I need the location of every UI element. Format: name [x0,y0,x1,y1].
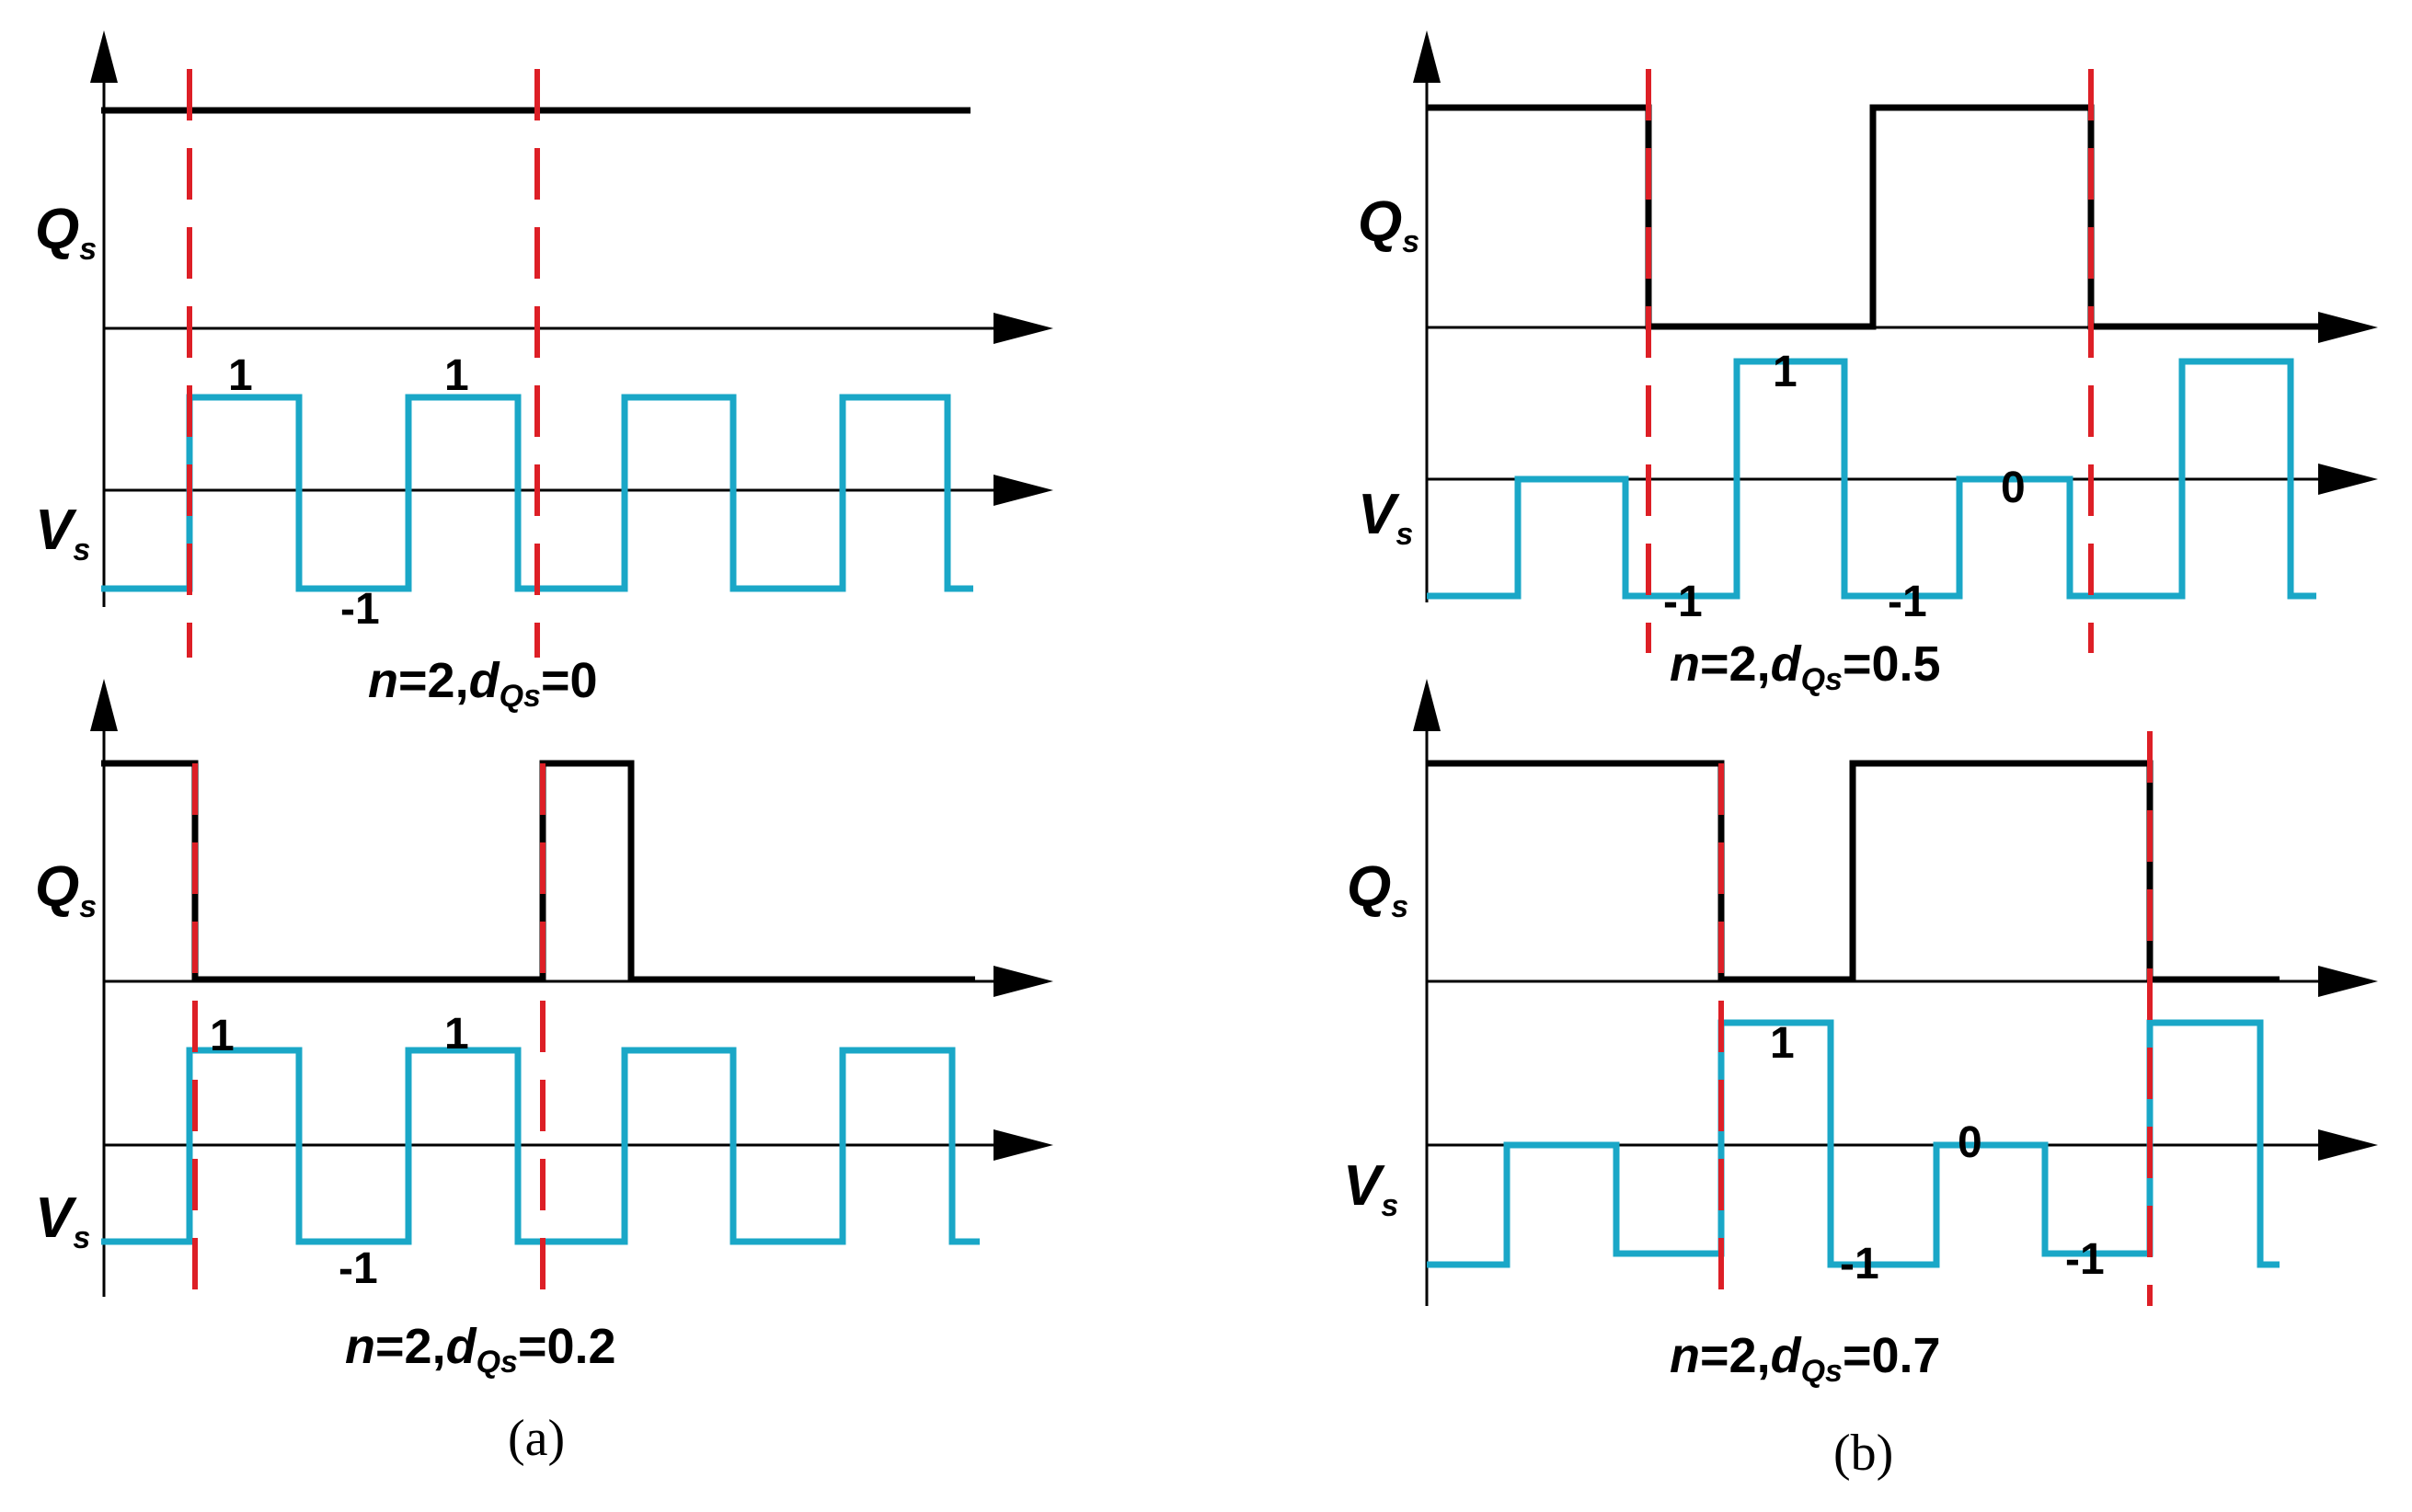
panel-caption: n=2,dQs=0.5 [1670,636,1941,697]
level-label: 1 [444,1010,469,1059]
vs-label: Vs [1343,1154,1398,1223]
level-label: -1 [1840,1240,1879,1289]
qs-label: Qs [1347,855,1408,924]
level-label: 1 [1770,1019,1795,1068]
panel-caption: n=2,dQs=0 [368,653,598,714]
y-axis-arrow-icon [90,679,118,731]
qs-axis-arrow-icon [2318,966,2378,997]
vs-axis-arrow-icon [2318,464,2378,495]
vs-waveform [101,394,973,592]
qs-axis-arrow-icon [994,966,1053,997]
level-label: -1 [1663,578,1703,626]
qs-waveform [1427,760,2280,983]
panel-caption: n=2,dQs=0.7 [1670,1328,1941,1389]
qs-label: Qs [1358,190,1419,259]
qs-waveform [1427,104,2323,330]
vs-axis-arrow-icon [994,475,1053,506]
vs-label: Vs [1358,483,1413,552]
qs-axis-arrow-icon [994,313,1053,344]
qs-label: Qs [35,855,97,924]
vs-waveform [1427,358,2316,600]
panel-a-bottom: Qs Vs 1 1 -1 n=2,dQs=0.2 [35,679,1053,1380]
vs-label: Vs [35,498,90,567]
vs-axis-arrow-icon [994,1129,1053,1161]
panel-b-top: Qs Vs 1 0 -1 -1 n=2,dQs=0.5 [1358,30,2378,697]
panel-label-b: (b) [1833,1425,1893,1482]
vs-axis-arrow-icon [2318,1129,2378,1161]
panel-caption: n=2,dQs=0.2 [345,1319,616,1380]
y-axis-arrow-icon [1413,30,1441,83]
panel-b-bottom: Qs Vs 1 0 -1 -1 n=2,dQs=0.7 [1343,679,2378,1389]
level-label: 1 [210,1012,235,1060]
level-label: 0 [2001,464,2026,512]
vs-label: Vs [35,1186,90,1255]
level-label: -1 [1888,578,1927,626]
level-label: -1 [340,585,380,634]
vs-waveform [101,1047,980,1245]
vs-waveform [1427,1019,2280,1268]
level-label: 0 [1958,1118,1982,1167]
qs-axis-arrow-icon [2318,312,2378,343]
panel-a-top: Qs Vs 1 1 -1 n=2,dQs=0 [35,30,1053,714]
qs-label: Qs [35,198,97,267]
level-label: 1 [228,351,253,400]
y-axis-arrow-icon [90,30,118,83]
level-label: -1 [2065,1235,2105,1284]
level-label: 1 [1773,348,1798,396]
qs-waveform [101,760,975,983]
panel-label-a: (a) [508,1410,565,1467]
level-label: 1 [444,351,469,400]
level-label: -1 [339,1244,378,1293]
y-axis-arrow-icon [1413,679,1441,731]
